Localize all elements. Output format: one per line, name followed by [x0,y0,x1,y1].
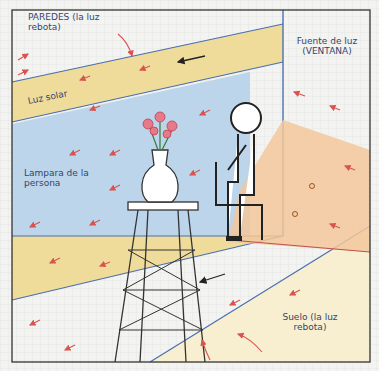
lamp-label: Lampara de la persona [24,168,100,189]
source-label: Fuente de luz (VENTANA) [292,36,362,57]
wall-label: PAREDES (la luz rebota) [28,12,106,33]
floor-label: Suelo (la luz rebota) [270,312,350,333]
